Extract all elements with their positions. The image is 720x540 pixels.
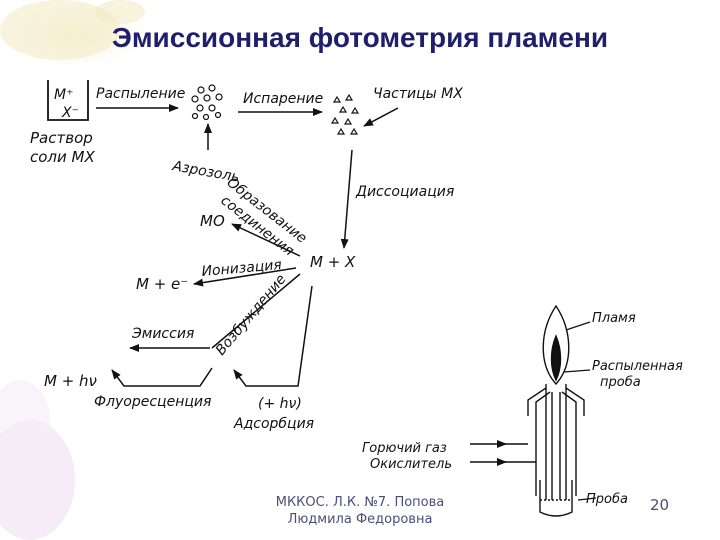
m-hv-label: M + hν [44,372,97,390]
plus-hv-label: (+ hν) [258,396,302,412]
fluorescence-label: Флуоресценция [94,394,211,410]
excitation-arrow [211,273,301,349]
flame-label: Пламя [592,311,636,326]
particles-arrow [363,107,399,127]
solution-label-line1: Раствор [30,129,93,147]
ionization-arrow [193,267,297,287]
ionization-label: Ионизация [201,257,282,280]
oxidizer-label: Окислитель [370,457,452,472]
evaporation-label: Испарение [243,91,323,107]
emission-label: Эмиссия [131,326,194,342]
formation-arrow [231,223,301,257]
footer-line1: МККОС. Л.К. №7. Попова [275,495,445,510]
footer-line2: Людмила Федоровна [287,512,433,527]
aerosol-droplets-icon [191,84,223,121]
m-e-label: M + e⁻ [136,275,188,293]
particles-label: Частицы MX [373,86,463,102]
slide-title: Эмиссионная фотометрия пламени [111,22,609,53]
slide-footer: МККОС. Л.К. №7. Попова Людмила Федоровна [250,494,470,528]
sample-label: Проба [586,492,628,507]
sprayed-label-line1: Распыленная [592,359,683,374]
dissociation-arrow [340,149,353,249]
mo-label: MO [200,212,225,230]
absorption-label: Адсорбция [233,416,314,432]
spraying-label: Распыление [96,86,185,102]
page-number: 20 [650,496,670,514]
dissociation-label: Диссоциация [355,184,454,200]
solution-label-line2: соли MX [30,148,95,166]
sprayed-label-line2: проба [600,375,641,390]
excitation-label: Возбуждение [213,271,290,358]
burner-icon [502,304,585,517]
sample-pointer [577,497,597,501]
fuel-gas-label: Горючий газ [362,441,447,456]
m-plus-x-label: M + X [310,253,356,271]
absorption-arrow [233,285,313,387]
fluorescence-arrow [111,367,213,387]
beaker-anion: X⁻ [61,105,79,121]
beaker-cation: M⁺ [54,87,73,103]
flame-pointer [565,321,591,331]
beaker-icon [47,80,89,121]
sprayed-pointer [563,369,591,373]
particles-icon [330,93,360,135]
